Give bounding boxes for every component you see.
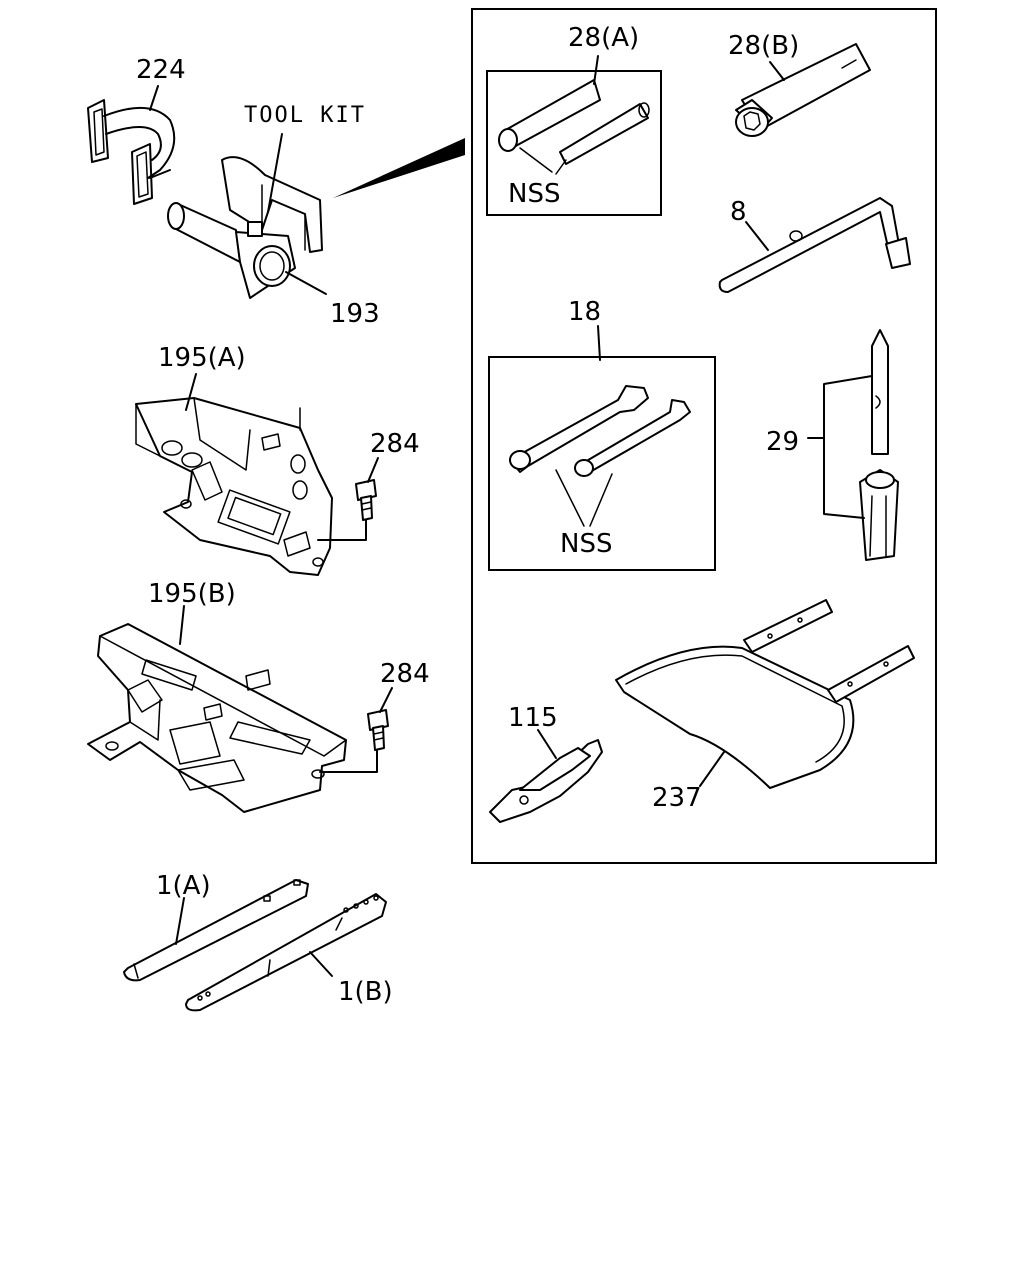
label-28b: 28(B) [728,31,799,61]
label-8: 8 [730,197,747,227]
part-193-jack-handle [167,202,296,299]
label-18: 18 [568,297,601,327]
label-115: 115 [508,703,558,733]
part-237-tool-bag [615,599,915,789]
part-224-strap [87,99,176,205]
label-193: 193 [330,299,380,329]
label-nss-28a: NSS [508,179,560,209]
label-195a: 195(A) [158,343,246,373]
label-284-b: 284 [380,659,430,689]
label-1a: 1(A) [156,871,211,901]
part-195b-bracket [87,623,347,813]
label-224: 224 [136,55,186,85]
label-nss-18: NSS [560,529,612,559]
label-237: 237 [652,783,702,813]
label-28a: 28(A) [568,23,639,53]
part-8-wheel-nut-wrench [718,197,911,293]
part-1b-bar [185,893,387,1012]
part-284a-bolt [355,479,377,521]
part-195a-bracket [135,397,333,576]
tool-kit-detail-frame [471,8,937,864]
label-284-a: 284 [370,429,420,459]
label-29: 29 [766,427,799,457]
part-29-screwdriver [859,329,899,561]
detail-pointer [333,138,465,198]
label-tool-kit: TOOL KIT [244,103,366,128]
box-18 [488,356,716,571]
label-195b: 195(B) [148,579,236,609]
part-1a-bar [123,879,309,982]
part-18-spanners [509,385,691,477]
part-115-pliers [489,739,603,823]
part-28b-socket-wrench [735,43,871,137]
box-28a [486,70,662,216]
label-1b: 1(B) [338,977,393,1007]
part-28a-socket-wrench [498,79,650,165]
part-284b-bolt [367,709,389,751]
